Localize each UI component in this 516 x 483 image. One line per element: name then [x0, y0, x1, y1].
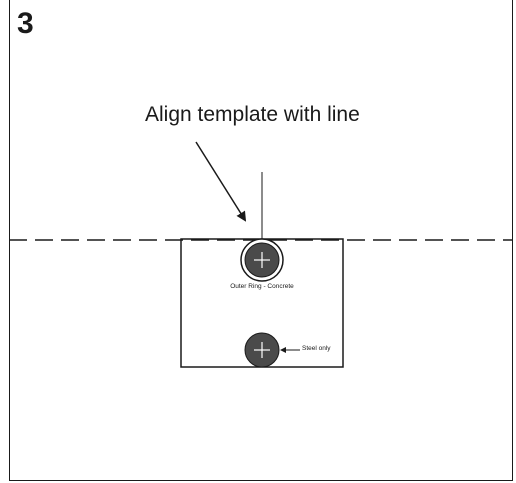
step-number: 3 [17, 7, 34, 40]
steel-hole [244, 332, 280, 368]
instruction-text: Align template with line [145, 103, 360, 126]
steel-only-label: Steel only [302, 345, 331, 352]
outer-ring-hole [240, 238, 284, 282]
arrow-icon [195, 141, 247, 222]
outer-ring-label: Outer Ring - Concrete [230, 283, 294, 290]
